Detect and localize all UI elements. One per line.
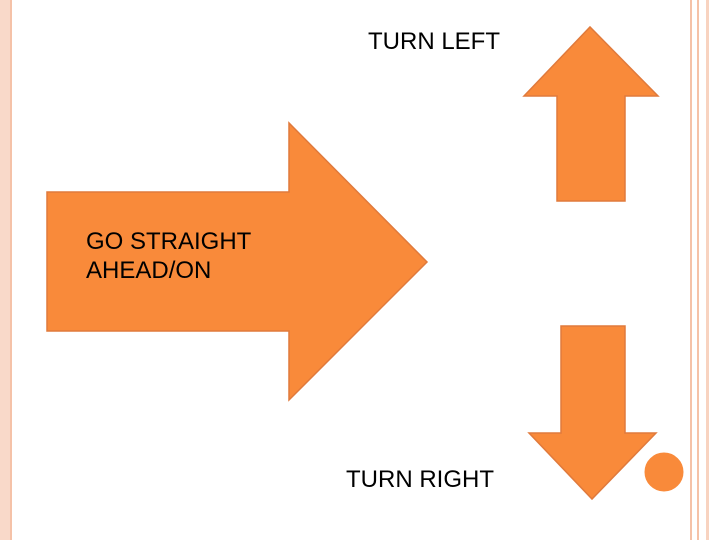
left-frame-stripe <box>0 0 12 540</box>
right-frame-line <box>690 0 692 540</box>
up-arrow-shape <box>522 25 660 202</box>
down-arrow-shape <box>527 325 658 501</box>
turn-left-label: TURN LEFT <box>368 28 500 55</box>
turn-right-label: TURN RIGHT <box>346 466 494 493</box>
go-straight-label-line1: GO STRAIGHT <box>86 228 252 255</box>
right-frame-line <box>697 0 699 540</box>
go-straight-label-line2: AHEAD/ON <box>86 256 212 284</box>
go-straight-label: GO STRAIGHT AHEAD/ON <box>86 228 251 286</box>
right-frame-line <box>706 0 709 540</box>
right-arrow-shape <box>46 121 429 402</box>
corner-dot-icon <box>641 449 687 495</box>
